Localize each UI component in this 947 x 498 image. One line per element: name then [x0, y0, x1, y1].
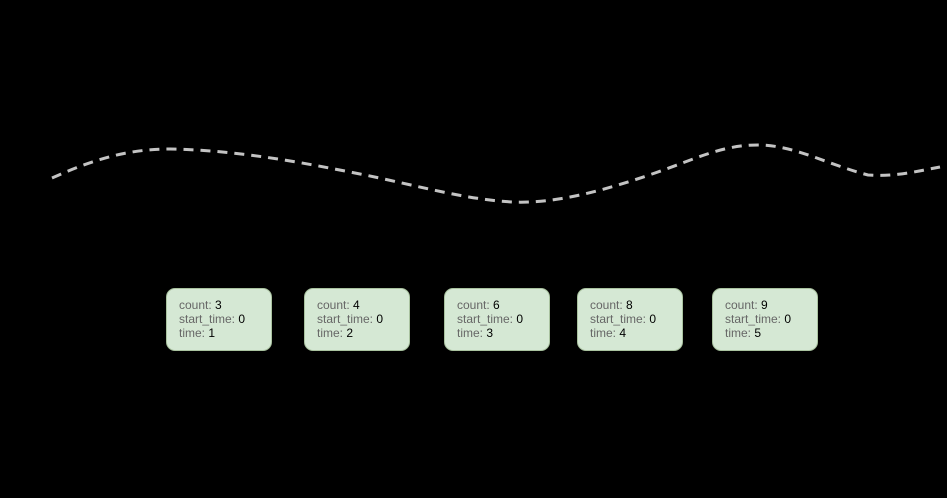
- time-line: time: 4: [590, 326, 670, 340]
- start-time-line: start_time: 0: [457, 312, 537, 326]
- count-label: count:: [457, 298, 490, 312]
- count-value: 3: [215, 298, 222, 312]
- time-value: 3: [486, 326, 494, 340]
- start-time-value: 0: [516, 312, 524, 326]
- count-label: count:: [179, 298, 212, 312]
- time-line: time: 2: [317, 326, 397, 340]
- count-label: count:: [590, 298, 623, 312]
- time-value: 5: [754, 326, 762, 340]
- time-value: 4: [619, 326, 627, 340]
- time-line: time: 1: [179, 326, 259, 340]
- start-time-label: start_time:: [590, 312, 647, 326]
- time-label: time:: [317, 326, 344, 340]
- start-time-label: start_time:: [725, 312, 782, 326]
- count-line: count: 9: [725, 298, 805, 312]
- start-time-line: start_time: 0: [725, 312, 805, 326]
- start-time-label: start_time:: [179, 312, 236, 326]
- start-time-label: start_time:: [317, 312, 374, 326]
- state-node-4: count: 8 start_time: 0 time: 4: [577, 288, 683, 351]
- start-time-value: 0: [376, 312, 384, 326]
- count-value: 8: [626, 298, 633, 312]
- start-time-value: 0: [238, 312, 246, 326]
- state-node-5: count: 9 start_time: 0 time: 5: [712, 288, 818, 351]
- time-label: time:: [725, 326, 752, 340]
- time-value: 1: [208, 326, 216, 340]
- state-node-2: count: 4 start_time: 0 time: 2: [304, 288, 410, 351]
- time-label: time:: [457, 326, 484, 340]
- count-label: count:: [725, 298, 758, 312]
- start-time-value: 0: [649, 312, 657, 326]
- dashed-curve-path: [51, 143, 941, 204]
- count-line: count: 6: [457, 298, 537, 312]
- time-label: time:: [179, 326, 206, 340]
- count-line: count: 3: [179, 298, 259, 312]
- start-time-label: start_time:: [457, 312, 514, 326]
- start-time-line: start_time: 0: [590, 312, 670, 326]
- count-line: count: 8: [590, 298, 670, 312]
- time-line: time: 3: [457, 326, 537, 340]
- state-node-3: count: 6 start_time: 0 time: 3: [444, 288, 550, 351]
- time-label: time:: [590, 326, 617, 340]
- count-value: 6: [493, 298, 500, 312]
- count-line: count: 4: [317, 298, 397, 312]
- time-value: 2: [346, 326, 354, 340]
- state-node-1: count: 3 start_time: 0 time: 1: [166, 288, 272, 351]
- start-time-value: 0: [784, 312, 792, 326]
- count-value: 4: [353, 298, 360, 312]
- count-value: 9: [761, 298, 768, 312]
- start-time-line: start_time: 0: [317, 312, 397, 326]
- time-line: time: 5: [725, 326, 805, 340]
- count-label: count:: [317, 298, 350, 312]
- start-time-line: start_time: 0: [179, 312, 259, 326]
